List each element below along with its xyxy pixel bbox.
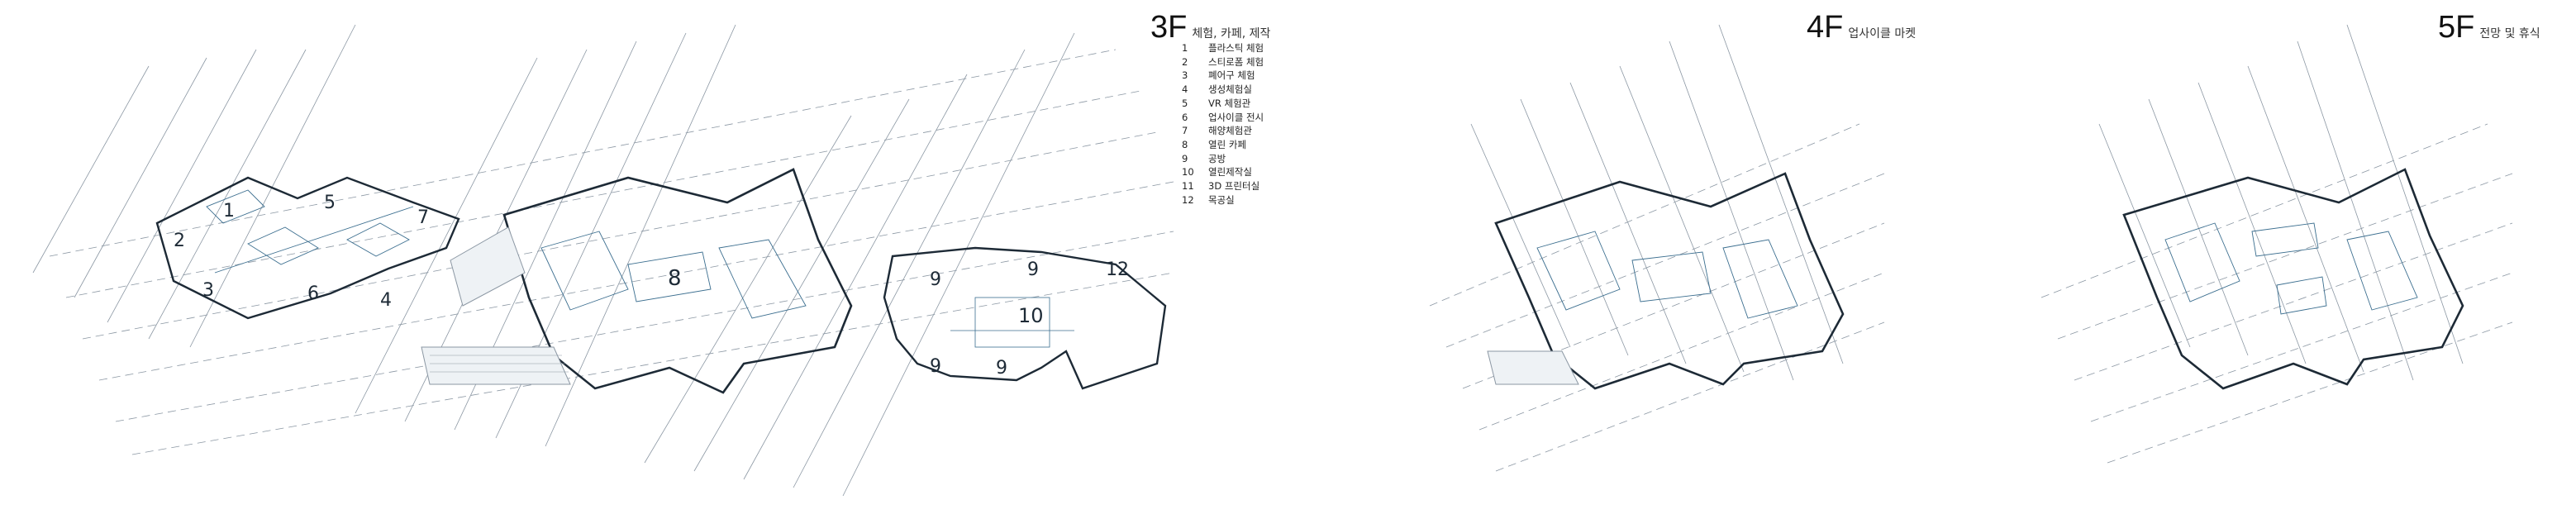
room-number: 10 bbox=[1018, 304, 1044, 327]
legend-item: 5 VR 체험관 bbox=[1182, 97, 1264, 111]
floor-label: 3F bbox=[1150, 10, 1188, 45]
legend-number: 12 bbox=[1182, 193, 1194, 206]
plan-4f bbox=[1429, 24, 1885, 472]
legend-text: 열린제작실 bbox=[1208, 166, 1252, 179]
legend-text: 공방 bbox=[1208, 152, 1226, 164]
legend-item: 11 3D 프린터실 bbox=[1182, 179, 1264, 193]
legend-item: 8 열린 카페 bbox=[1182, 138, 1264, 152]
legend-item: 10 열린제작실 bbox=[1182, 165, 1264, 179]
floor-subtitle: 체험, 카페, 제작 bbox=[1192, 27, 1271, 40]
room-legend: 1 플라스틱 체험 2 스티로폼 체험 3 폐어구 체험 4 생성체험실 5 VR 체험관… bbox=[1182, 41, 1264, 207]
legend-number: 11 bbox=[1182, 180, 1194, 193]
legend-number: 1 bbox=[1182, 42, 1188, 54]
room-number: 4 bbox=[380, 290, 392, 311]
legend-number: 7 bbox=[1182, 125, 1188, 137]
room-number: 5 bbox=[324, 193, 336, 213]
floor-subtitle: 업사이클 마켓 bbox=[1848, 27, 1917, 40]
legend-number: 2 bbox=[1182, 55, 1188, 68]
legend-item: 6 업사이클 전시 bbox=[1182, 111, 1264, 125]
legend-item: 1 플라스틱 체험 bbox=[1182, 41, 1264, 55]
floor-label: 4F bbox=[1807, 10, 1844, 45]
legend-number: 10 bbox=[1182, 166, 1194, 179]
legend-text: VR 체험관 bbox=[1208, 97, 1251, 109]
legend-item: 3 폐어구 체험 bbox=[1182, 69, 1264, 83]
room-number: 9 bbox=[930, 269, 941, 290]
legend-item: 2 스티로폼 체험 bbox=[1182, 55, 1264, 69]
legend-number: 8 bbox=[1182, 138, 1188, 150]
legend-text: 생성체험실 bbox=[1208, 83, 1252, 96]
legend-number: 4 bbox=[1182, 83, 1188, 96]
room-number: 9 bbox=[996, 358, 1007, 379]
floor-label: 5F bbox=[2438, 10, 2475, 45]
floor-3f-title: 3F 체험, 카페, 제작 bbox=[1150, 10, 1270, 45]
legend-text: 3D 프린터실 bbox=[1208, 180, 1260, 193]
room-number: 6 bbox=[307, 283, 319, 304]
legend-number: 6 bbox=[1182, 111, 1188, 123]
legend-text: 업사이클 전시 bbox=[1208, 111, 1264, 123]
legend-text: 스티로폼 체험 bbox=[1208, 55, 1264, 68]
legend-item: 12 목공실 bbox=[1182, 193, 1264, 207]
room-number: 7 bbox=[417, 207, 429, 228]
floor-subtitle: 전망 및 휴식 bbox=[2479, 27, 2540, 40]
legend-text: 목공실 bbox=[1208, 193, 1235, 206]
legend-text: 폐어구 체험 bbox=[1208, 69, 1255, 82]
legend-text: 해양체험관 bbox=[1208, 125, 1252, 137]
legend-number: 5 bbox=[1182, 97, 1188, 109]
room-number: 8 bbox=[668, 266, 682, 291]
plan-5f bbox=[2040, 24, 2513, 464]
room-number: 3 bbox=[202, 280, 214, 301]
room-number: 9 bbox=[930, 356, 941, 377]
room-number: 1 bbox=[223, 201, 235, 221]
legend-text: 열린 카페 bbox=[1208, 138, 1246, 150]
room-number: 9 bbox=[1027, 260, 1039, 280]
room-number: 2 bbox=[174, 231, 185, 251]
legend-number: 3 bbox=[1182, 69, 1188, 82]
legend-item: 7 해양체험관 bbox=[1182, 124, 1264, 138]
legend-text: 플라스틱 체험 bbox=[1208, 42, 1264, 54]
plan-3f: 1 2 3 4 5 6 7 8 9 9 9 9 10 12 bbox=[32, 24, 1174, 497]
floor-5f-title: 5F 전망 및 휴식 bbox=[2438, 10, 2540, 45]
legend-item: 4 생성체험실 bbox=[1182, 83, 1264, 97]
legend-number: 9 bbox=[1182, 152, 1188, 164]
room-number: 12 bbox=[1106, 260, 1129, 280]
floor-4f-title: 4F 업사이클 마켓 bbox=[1807, 10, 1916, 45]
legend-item: 9 공방 bbox=[1182, 152, 1264, 166]
